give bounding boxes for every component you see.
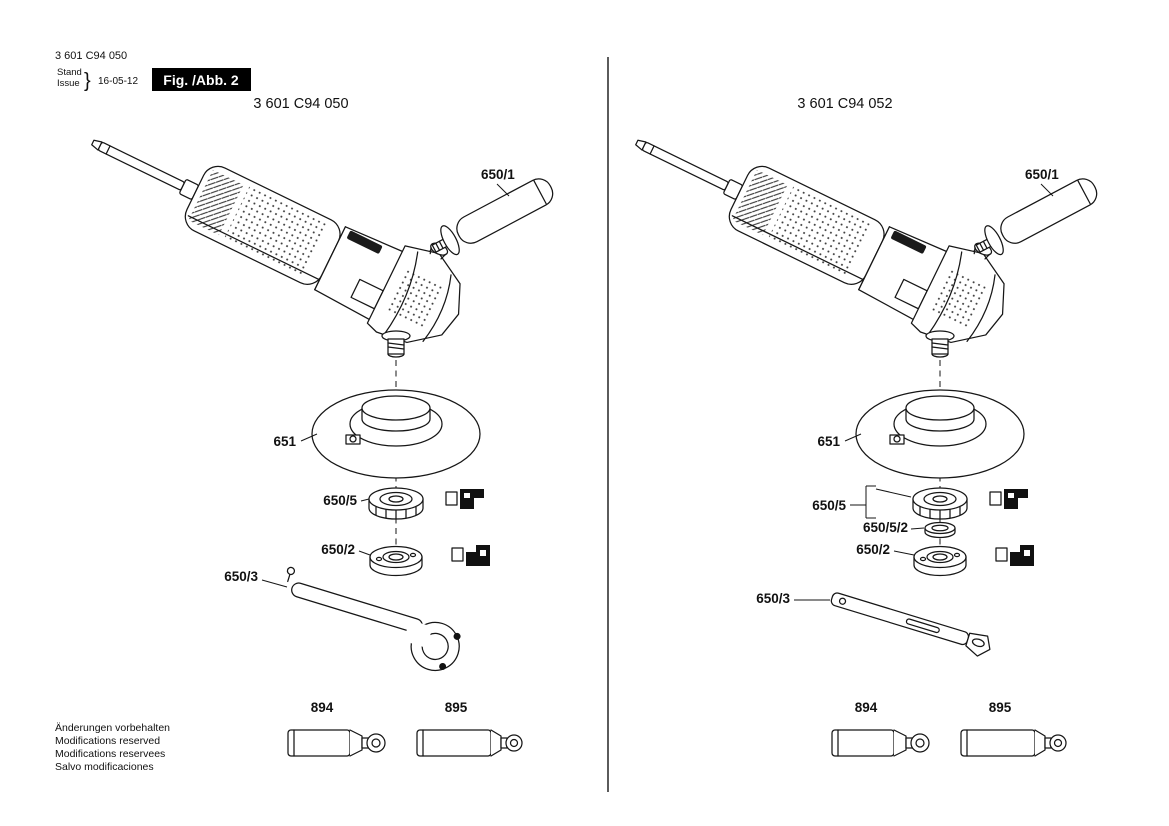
doc-number: 3 601 C94 050 [55,50,127,62]
part-label-650-3: 650/3 [756,591,790,606]
fig-label-box [152,68,251,91]
leader-line [1040,183,1054,197]
footer-line-es: Salvo modificaciones [55,761,154,773]
pin-wrench [271,565,469,678]
clamp-nut [913,545,967,577]
part-label-650-1: 650/1 [1025,167,1059,182]
nut-pictogram [995,544,1035,567]
footer-line-fr: Modifications reservees [55,748,165,760]
footer-line-de: Änderungen vorbehalten [55,722,170,734]
brace-glyph: } [84,70,91,92]
tube-894 [831,729,930,757]
part-label-650-3: 650/3 [224,569,258,584]
panel-right: 3 601 C94 052 650/1 651 650/5 650/5/2 65… [616,87,1103,757]
part-label-894: 894 [311,700,334,715]
part-label-650-2: 650/2 [321,542,355,557]
leader-line [496,183,510,197]
part-label-651: 651 [817,434,840,449]
leader-line [360,498,370,502]
fig-label: Fig. /Abb. 2 [163,72,239,88]
leader-line [300,433,318,442]
issue-date: 16-05-12 [98,76,138,87]
leader-line [358,550,371,556]
leader-line [261,579,288,588]
wheel-guard [311,389,481,479]
flange-washer [924,521,956,539]
part-label-650-5-2: 650/5/2 [863,520,908,535]
leader-line [910,527,925,530]
panel-title: 3 601 C94 050 [253,96,348,112]
stand-label: Stand [57,67,82,78]
tube-895 [960,729,1067,757]
leader-line [893,550,915,556]
part-label-650-5: 650/5 [323,493,357,508]
footer-line-en: Modifications reserved [55,735,160,747]
panel-left: 3 601 C94 050 650/1 651 650/5 650/2 650/… [72,87,559,757]
bracket [850,485,876,519]
part-label-894: 894 [855,700,878,715]
backing-flange [912,487,968,520]
angle-grinder [72,87,484,362]
tube-894 [287,729,386,757]
footer: Änderungen vorbehalten Modifications res… [55,722,170,773]
spindle [925,330,955,358]
angle-grinder [616,87,1028,362]
issue-label: Issue [57,78,80,89]
part-label-895: 895 [989,700,1012,715]
backing-flange [368,487,424,520]
nut-pictogram [451,544,491,567]
part-label-895: 895 [445,700,468,715]
tube-895 [416,729,523,757]
part-label-650-1: 650/1 [481,167,515,182]
spindle [381,330,411,358]
wheel-guard [855,389,1025,479]
flange-pictogram [989,488,1029,510]
leader-line [875,488,912,498]
leader-line [844,433,862,442]
part-label-651: 651 [273,434,296,449]
flange-pictogram [445,488,485,510]
part-label-650-5: 650/5 [812,498,846,513]
part-label-650-2: 650/2 [856,542,890,557]
panel-title: 3 601 C94 052 [797,96,892,112]
clamp-nut [369,545,423,577]
spanner-wrench [827,588,995,660]
header: 3 601 C94 050 Stand Issue } 16-05-12 Fig… [55,50,251,92]
